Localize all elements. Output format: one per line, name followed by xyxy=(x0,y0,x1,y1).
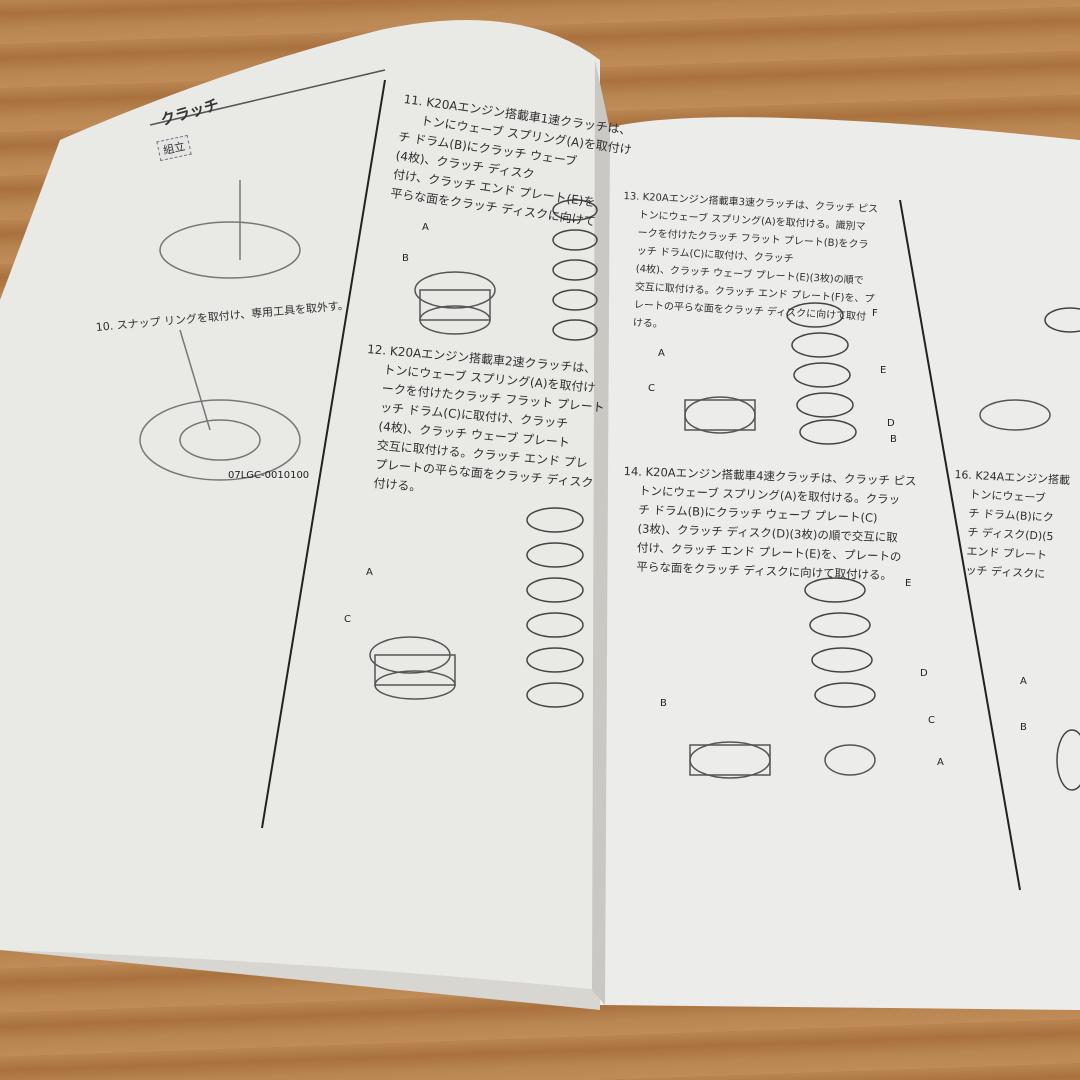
step-12: 12. K20Aエンジン搭載車2速クラッチは、 トンにウェーブ スプリング(A)… xyxy=(355,340,609,512)
part-label: B xyxy=(890,434,897,445)
column-divider xyxy=(899,199,1021,891)
part-label: E xyxy=(905,578,912,589)
part-label: A xyxy=(366,567,373,578)
book-gutter xyxy=(592,60,610,1005)
clutch-plate-stacks xyxy=(526,199,1080,791)
clutch-drum-illustration xyxy=(369,271,1051,779)
part-label: B xyxy=(402,253,409,264)
step-16: 16. K24Aエンジン搭載 トンにウェーブ チ ドラム(B)にク チ ディスク… xyxy=(949,465,1071,585)
part-label: C xyxy=(344,614,351,625)
part-label: A xyxy=(422,222,429,233)
part-label: E xyxy=(880,365,887,376)
part-label: C xyxy=(928,715,935,726)
step-13: 13. K20Aエンジン搭載車3速クラッチは、クラッチ ピス トンにウェーブ ス… xyxy=(616,188,879,345)
part-label: A xyxy=(658,348,665,359)
part-label: D xyxy=(887,418,895,429)
part-label: D xyxy=(920,668,928,679)
part-label: A xyxy=(1020,676,1027,687)
part-label: C xyxy=(648,383,655,394)
part-label: B xyxy=(1020,722,1027,733)
step-14: 14. K20Aエンジン搭載車4速クラッチは、クラッチ ピス トンにウェーブ ス… xyxy=(620,462,917,586)
part-label: B xyxy=(660,698,667,709)
title-rule xyxy=(149,69,386,126)
part-label: F xyxy=(872,308,878,319)
right-page xyxy=(600,117,1080,1011)
part-label: A xyxy=(937,757,944,768)
left-page xyxy=(0,20,600,990)
tool-number-label: 07LGC-0010100 xyxy=(228,470,310,481)
tool-illustration xyxy=(139,180,301,481)
column-divider xyxy=(261,79,386,829)
